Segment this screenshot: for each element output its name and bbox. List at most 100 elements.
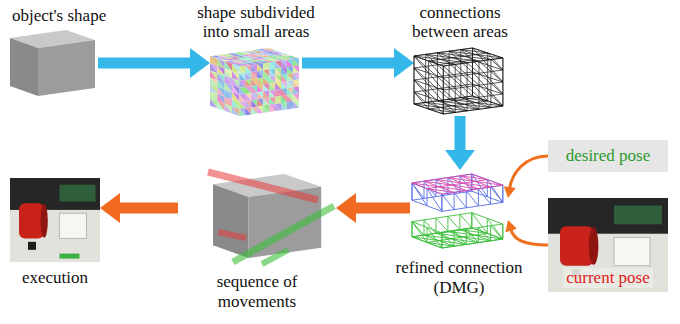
area-patch [263, 91, 269, 98]
motion-bar [208, 172, 318, 200]
area-patch [287, 73, 293, 80]
area-patch [287, 80, 293, 87]
area-patch [245, 107, 251, 114]
area-patch [251, 93, 257, 100]
area-patch [257, 77, 263, 84]
area-patch [275, 62, 281, 69]
area-patch [263, 63, 269, 70]
mesh-lines [442, 185, 503, 211]
stage-caption: refined connection (DMG) [384, 258, 534, 297]
arrow-shaft [302, 58, 396, 69]
area-patch [263, 84, 269, 91]
shape-figure: object's shape [10, 30, 98, 98]
area-patch [257, 106, 263, 113]
area-patch [257, 99, 263, 106]
area-patch [269, 97, 275, 104]
photo-panel: current pose [548, 198, 668, 292]
arrow-shaft [455, 116, 466, 152]
flow-arrow [100, 193, 178, 223]
area-patch [293, 87, 299, 94]
photo-ground [548, 198, 668, 292]
area-patch [245, 94, 251, 101]
motion-figure: sequence of movements [178, 166, 336, 266]
figure-drawing [10, 30, 98, 98]
area-patch [257, 84, 263, 91]
area-patch [263, 48, 276, 51]
subdivided-figure: shape subdivided into small areas [210, 46, 302, 118]
motion-bar [218, 232, 246, 238]
flow-arrow [445, 116, 475, 170]
area-patch [245, 79, 251, 86]
area-patch [251, 100, 257, 107]
area-patch [287, 59, 293, 66]
flow-arrow [336, 193, 410, 223]
flow-arrow [98, 48, 210, 78]
area-patch [269, 69, 275, 76]
area-patch [275, 61, 281, 68]
caption-slot: desired pose [548, 140, 668, 172]
photo-panel: execution [10, 178, 100, 262]
area-patch [257, 92, 263, 99]
area-patch [275, 104, 281, 111]
mesh-lines [414, 56, 443, 114]
area-patch [293, 94, 299, 101]
area-patch [239, 94, 245, 101]
area-patch [239, 81, 245, 88]
area-patch [281, 103, 287, 110]
stage-caption: sequence of movements [197, 272, 317, 311]
box-side-face [38, 40, 95, 96]
figure-drawing [414, 46, 506, 116]
area-patch [275, 103, 281, 110]
area-patch [287, 95, 293, 102]
stage-caption: connections between areas [395, 3, 525, 42]
stage-caption: current pose [563, 268, 653, 288]
circuit-board [614, 206, 662, 225]
caption-slot: current pose [548, 268, 668, 288]
figure-drawing [178, 166, 336, 266]
area-patch [269, 105, 275, 112]
area-patch [275, 96, 281, 103]
area-patch [269, 77, 275, 84]
area-patch [251, 72, 257, 79]
area-patch [281, 102, 287, 109]
area-patch [239, 88, 245, 95]
area-patch [287, 74, 293, 81]
area-patch [257, 71, 263, 78]
area-patch [281, 95, 287, 102]
object-box [60, 213, 87, 238]
area-patch [287, 60, 293, 67]
area-patch [293, 80, 299, 87]
area-patch [251, 78, 257, 85]
area-patch [275, 97, 281, 104]
arrow-head [504, 186, 516, 198]
area-patch [281, 60, 287, 67]
area-patch [239, 95, 245, 102]
stage-caption: desired pose [566, 146, 651, 166]
area-patch [245, 86, 251, 93]
area-patch [239, 109, 245, 116]
arrow-shaft [511, 229, 548, 245]
area-patch [245, 72, 251, 79]
area-patch [217, 101, 224, 111]
goal-strip [60, 254, 80, 259]
area-patch [245, 100, 251, 107]
area-patch [269, 62, 275, 69]
area-patch [245, 101, 251, 108]
area-patch [293, 87, 299, 94]
area-patch [245, 80, 251, 87]
area-patch [257, 63, 263, 70]
area-patch [275, 76, 281, 83]
area-patch [210, 99, 217, 109]
area-patch [210, 99, 217, 109]
marker [28, 242, 36, 250]
area-patch [251, 79, 257, 86]
figure-drawing [410, 170, 508, 252]
area-patch [217, 101, 224, 111]
area-patch [269, 62, 275, 69]
area-patch [263, 105, 269, 112]
area-patch [281, 88, 287, 95]
gripper [560, 226, 594, 265]
area-patch [275, 83, 281, 90]
area-patch [257, 107, 263, 114]
area-patch [263, 92, 269, 99]
